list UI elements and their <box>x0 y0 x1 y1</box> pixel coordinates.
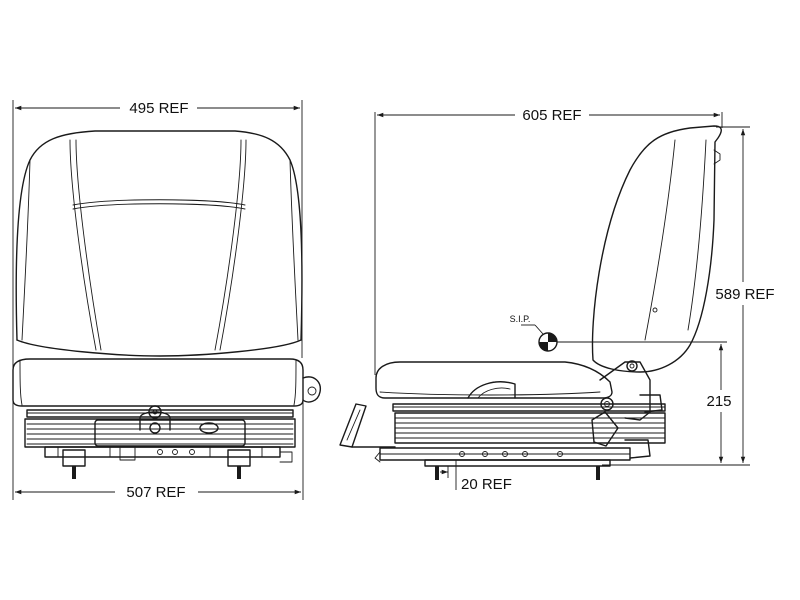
dimension-215: 215 <box>557 341 732 463</box>
front-top-width-label: 495 REF <box>129 100 188 117</box>
dimension-605: 605 REF <box>374 107 723 375</box>
dimension-495: 495 REF <box>12 100 303 410</box>
sip-height-label: 215 <box>706 393 731 410</box>
dimension-507: 507 REF <box>12 402 304 501</box>
side-seat-cushion <box>375 361 613 399</box>
sip-label: S.I.P. <box>510 314 531 324</box>
front-backrest <box>15 130 303 357</box>
front-suspension-base <box>24 405 296 479</box>
side-depth-label: 605 REF <box>522 107 581 124</box>
dimension-589: 589 REF <box>602 126 775 466</box>
offset-label: 20 REF <box>461 476 512 493</box>
side-height-label: 589 REF <box>715 286 774 303</box>
side-view: S.I.P. 605 REF 589 REF 215 <box>339 107 775 493</box>
front-bottom-width-label: 507 REF <box>126 484 185 501</box>
dimension-20: 20 REF <box>440 460 512 493</box>
sip-symbol: S.I.P. <box>510 314 558 352</box>
side-backrest <box>591 125 722 373</box>
front-view: 495 REF 507 REF <box>12 100 321 501</box>
side-suspension-base <box>339 403 666 480</box>
front-seat-cushion <box>12 358 321 407</box>
